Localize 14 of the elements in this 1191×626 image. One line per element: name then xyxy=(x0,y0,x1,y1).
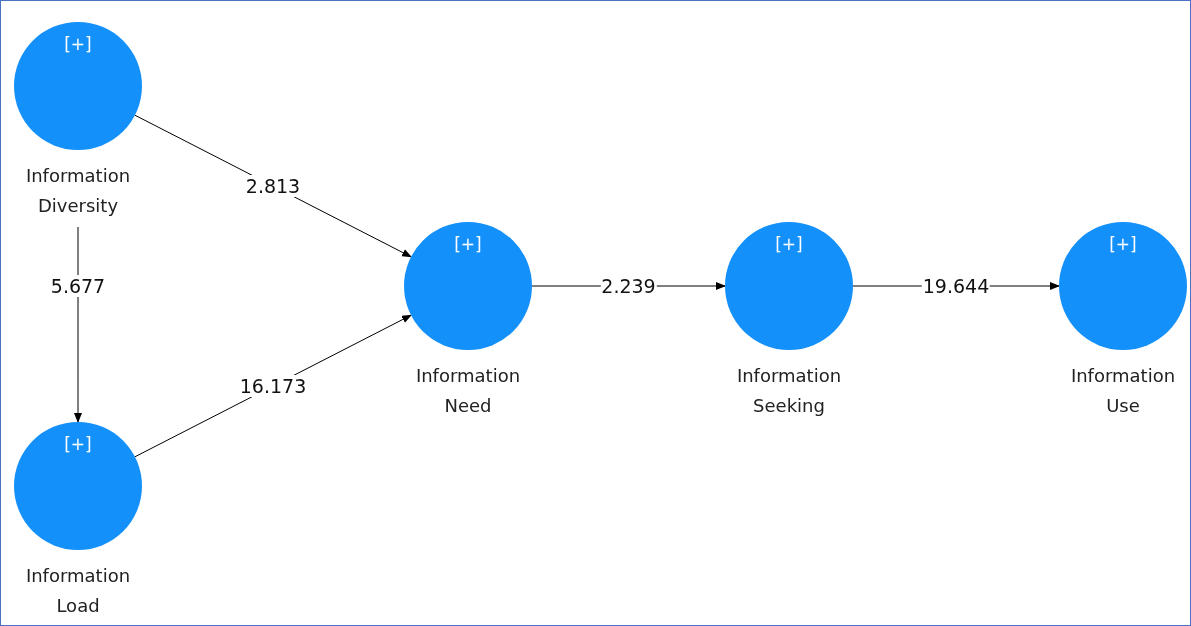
expand-marker: [+] xyxy=(1109,233,1137,256)
edge-label: 5.677 xyxy=(49,274,107,297)
construct-label: Information Use xyxy=(1069,364,1177,418)
construct-label: Information Diversity xyxy=(24,164,132,218)
construct-label: Information Seeking xyxy=(735,364,843,418)
construct-label: Information Load xyxy=(24,564,132,618)
edge-label: 2.813 xyxy=(244,175,302,197)
arrow xyxy=(74,226,82,423)
edge-label: 16.173 xyxy=(238,375,308,397)
construct-label: Information Need xyxy=(414,364,522,418)
expand-marker: [+] xyxy=(64,33,92,56)
expand-marker: [+] xyxy=(775,233,803,256)
expand-marker: [+] xyxy=(454,233,482,256)
expand-marker: [+] xyxy=(64,433,92,456)
